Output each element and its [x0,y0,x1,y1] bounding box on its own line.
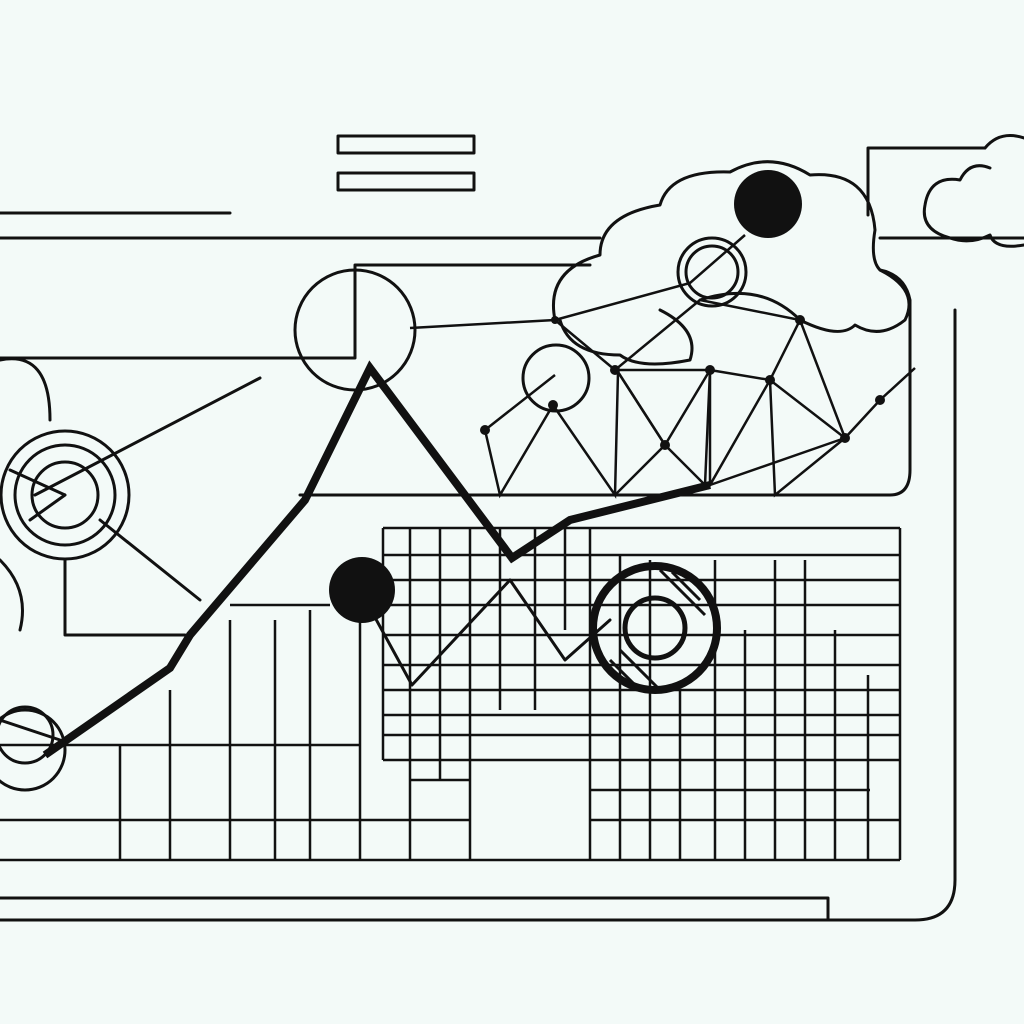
hamburger-menu-icon [336,134,476,192]
network-node-ring [676,236,748,308]
line-chart-secondary [358,578,612,687]
network-node-dark [734,170,802,238]
bar-grid [0,526,902,862]
network-dots [480,315,885,450]
data-point-dark [329,557,395,623]
upper-panel [0,263,912,497]
left-node-cluster [0,357,262,637]
cloud-icon [866,134,1024,248]
line-chart-trend [42,360,711,759]
donut-node [589,562,721,694]
bottom-left-node [0,705,67,792]
network-node-ring-inner [684,244,740,300]
